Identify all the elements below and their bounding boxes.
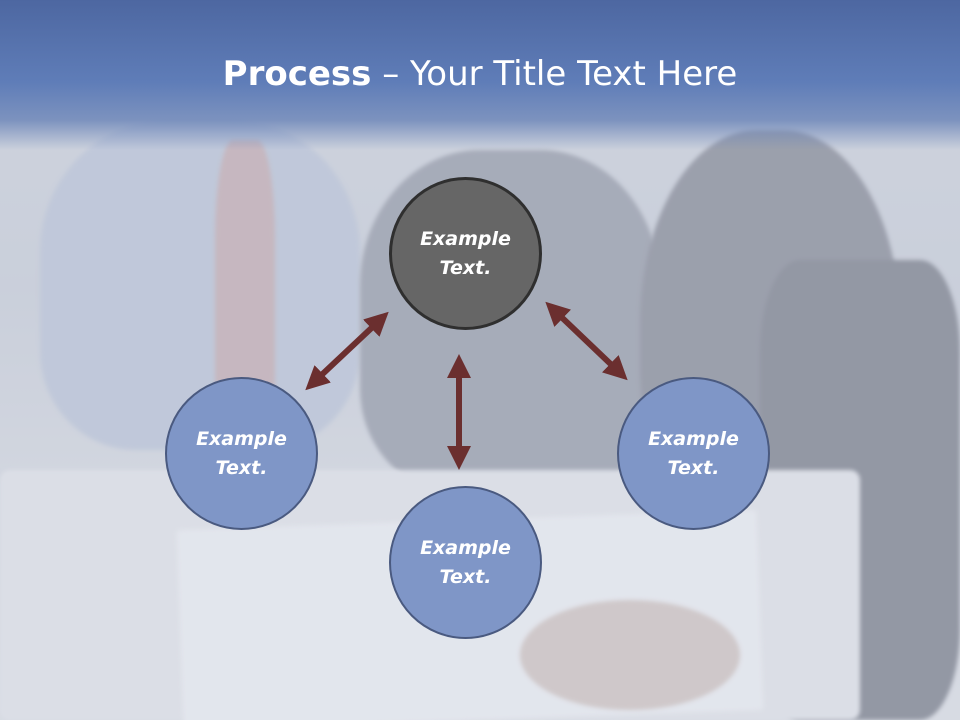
arrow-top-left bbox=[305, 311, 389, 391]
node-bottom[interactable]: Example Text. bbox=[389, 486, 542, 639]
node-top-label: Example Text. bbox=[420, 227, 511, 279]
node-bottom-label: Example Text. bbox=[420, 536, 511, 588]
node-right-label: Example Text. bbox=[648, 427, 739, 479]
title-bold: Process bbox=[222, 54, 372, 94]
node-right[interactable]: Example Text. bbox=[617, 377, 770, 530]
title-bar bbox=[0, 0, 960, 150]
node-left[interactable]: Example Text. bbox=[165, 377, 318, 530]
slide-title[interactable]: Process – Your Title Text Here bbox=[0, 52, 960, 96]
title-dash: – bbox=[371, 54, 411, 94]
node-top[interactable]: Example Text. bbox=[389, 177, 542, 330]
photo-hand bbox=[520, 600, 740, 710]
node-left-label: Example Text. bbox=[196, 427, 287, 479]
arrow-top-right bbox=[545, 301, 628, 381]
title-rest: Your Title Text Here bbox=[410, 54, 738, 94]
